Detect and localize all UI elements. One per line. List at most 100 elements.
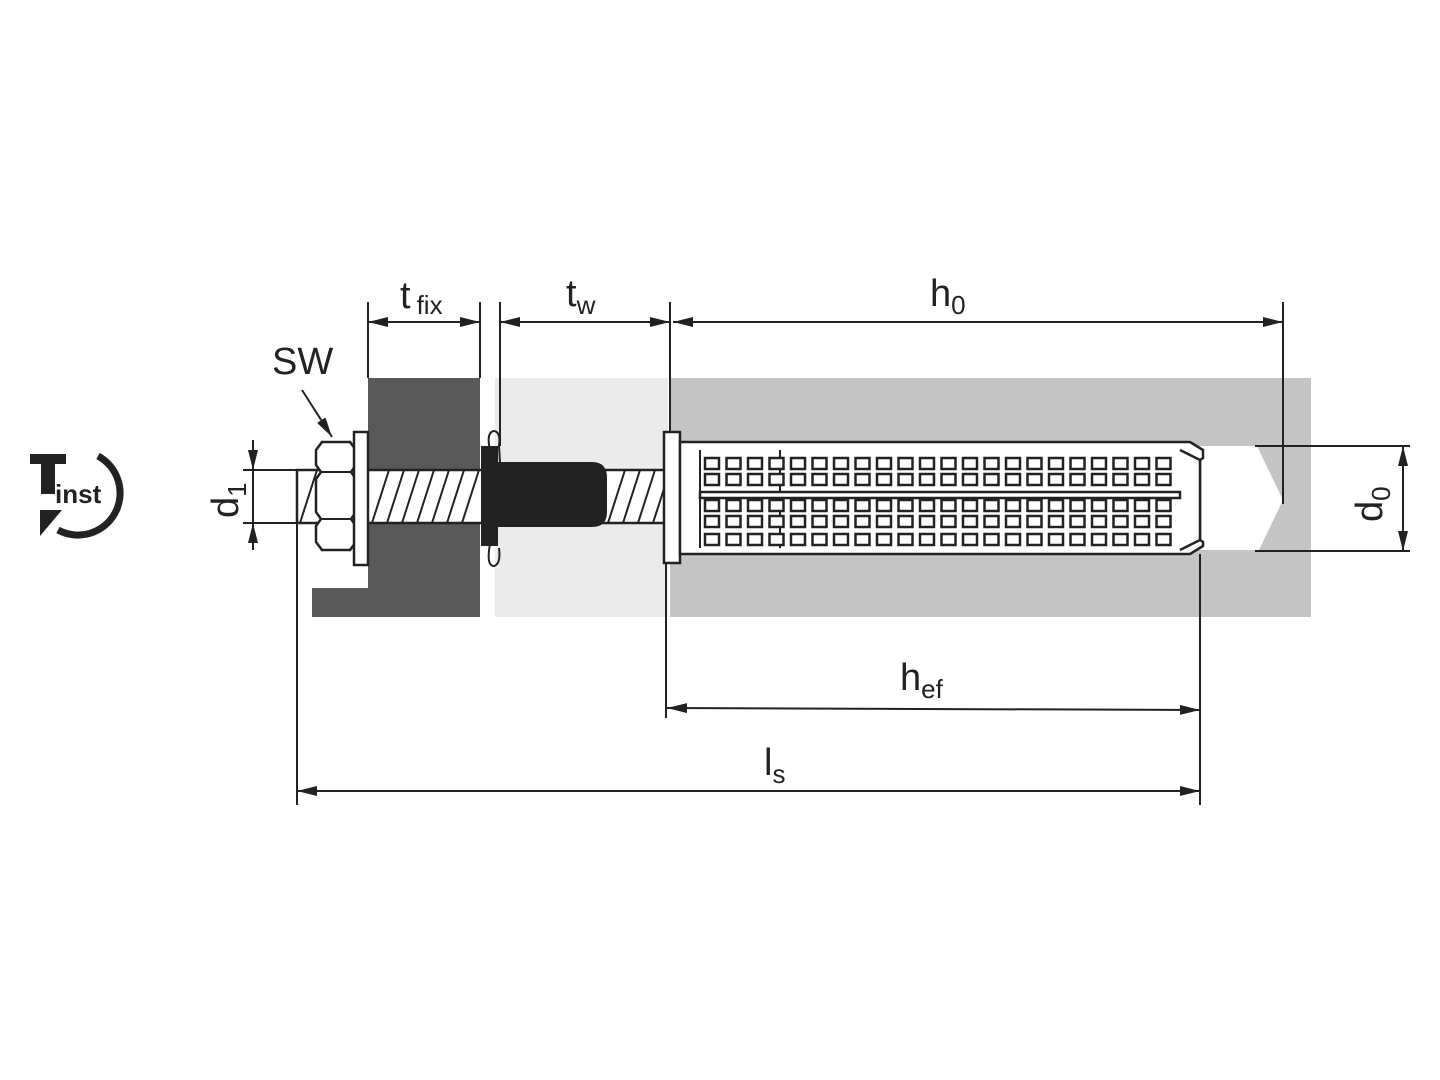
mesh-cell xyxy=(1047,514,1065,529)
mesh-cell xyxy=(768,514,785,529)
label-d-1: d1 xyxy=(205,482,252,518)
mesh-cell xyxy=(1133,498,1151,513)
mesh-cell xyxy=(1004,532,1022,547)
mesh-cell xyxy=(1026,456,1043,471)
label-sw: SW xyxy=(272,341,333,383)
mesh-cell xyxy=(811,456,828,471)
mesh-cell xyxy=(897,498,914,513)
mesh-cell xyxy=(768,532,785,547)
mesh-cell xyxy=(789,498,807,513)
mesh-cell xyxy=(789,532,807,547)
mesh-cell xyxy=(1155,498,1172,513)
mesh-cell xyxy=(703,514,721,529)
mesh-cell xyxy=(1069,514,1086,529)
base-material xyxy=(670,378,1311,617)
mesh-cell xyxy=(854,498,871,513)
mesh-cell xyxy=(961,514,979,529)
mesh-cell xyxy=(832,456,850,471)
mesh-cell xyxy=(854,472,871,487)
mesh-cell xyxy=(1026,472,1043,487)
mesh-cell xyxy=(1090,532,1108,547)
mesh-cell xyxy=(897,472,914,487)
mesh-cell xyxy=(811,532,828,547)
mesh-cell xyxy=(811,498,828,513)
mesh-cell xyxy=(940,498,957,513)
mesh-cell xyxy=(746,472,764,487)
mesh-cell xyxy=(703,456,721,471)
mesh-cell xyxy=(725,498,742,513)
mesh-cell xyxy=(703,498,721,513)
mesh-cell xyxy=(1133,472,1151,487)
thread-line xyxy=(607,469,626,524)
mesh-cell xyxy=(1133,456,1151,471)
mesh-cell xyxy=(725,532,742,547)
mesh-cell xyxy=(768,472,785,487)
mesh-cell xyxy=(961,456,979,471)
thread-line xyxy=(446,469,465,524)
mesh-cell xyxy=(961,532,979,547)
mesh-cell xyxy=(746,514,764,529)
mesh-cell xyxy=(1112,498,1129,513)
mesh-cell xyxy=(854,532,871,547)
mesh-cell xyxy=(832,532,850,547)
mesh-cell xyxy=(789,456,807,471)
label-d-0: d0 xyxy=(1349,486,1396,522)
thread-line xyxy=(416,469,435,524)
mesh-cell xyxy=(875,514,893,529)
dimension-lines xyxy=(243,302,1410,805)
thread-line xyxy=(637,469,656,524)
thread-line xyxy=(622,469,641,524)
mesh-cell xyxy=(725,456,742,471)
mesh-cell xyxy=(725,472,742,487)
spacer-sleeve xyxy=(481,429,607,568)
anchor-mesh-sleeve xyxy=(678,440,1205,556)
mesh-cell xyxy=(746,498,764,513)
mesh-cell xyxy=(961,498,979,513)
mesh-cell xyxy=(746,532,764,547)
mesh-cell xyxy=(768,456,785,471)
mesh-cell xyxy=(811,472,828,487)
mesh-cell xyxy=(1090,514,1108,529)
mesh-cell xyxy=(1112,472,1129,487)
mesh-cell xyxy=(983,456,1000,471)
label-h-ef: hef xyxy=(900,657,944,704)
mesh-cell xyxy=(983,514,1000,529)
thread-line xyxy=(299,469,318,524)
t-inst-logo: inst xyxy=(30,452,124,539)
mesh-cell xyxy=(940,456,957,471)
mesh-cell xyxy=(1047,532,1065,547)
mesh-cell xyxy=(875,472,893,487)
mesh-cell xyxy=(918,514,936,529)
mesh-cell xyxy=(725,514,742,529)
mesh-cell xyxy=(832,498,850,513)
washer xyxy=(352,430,370,567)
mesh-cell xyxy=(854,456,871,471)
mesh-cell xyxy=(768,498,785,513)
mesh-cell xyxy=(918,532,936,547)
mesh-cell xyxy=(983,532,1000,547)
mesh-cell xyxy=(1069,532,1086,547)
thread-line xyxy=(401,469,420,524)
mesh-cell xyxy=(1112,514,1129,529)
mesh-cell xyxy=(703,472,721,487)
mesh-cell xyxy=(1004,456,1022,471)
mesh-cell xyxy=(1004,498,1022,513)
mesh-cell xyxy=(918,498,936,513)
thread-line xyxy=(371,469,390,524)
mesh-cell xyxy=(940,472,957,487)
mesh-cell xyxy=(1069,456,1086,471)
label-t-w: tw xyxy=(566,273,596,320)
mesh-cell xyxy=(789,514,807,529)
mesh-cell xyxy=(1112,532,1129,547)
mesh-cell xyxy=(1047,498,1065,513)
mesh-cell xyxy=(1090,498,1108,513)
mesh-cell xyxy=(1155,472,1172,487)
mesh-cell xyxy=(897,456,914,471)
mesh-cell xyxy=(918,472,936,487)
mesh-cell xyxy=(1090,472,1108,487)
label-l-s: ls xyxy=(764,742,785,789)
mesh-cell xyxy=(1155,532,1172,547)
mesh-cell xyxy=(1026,498,1043,513)
